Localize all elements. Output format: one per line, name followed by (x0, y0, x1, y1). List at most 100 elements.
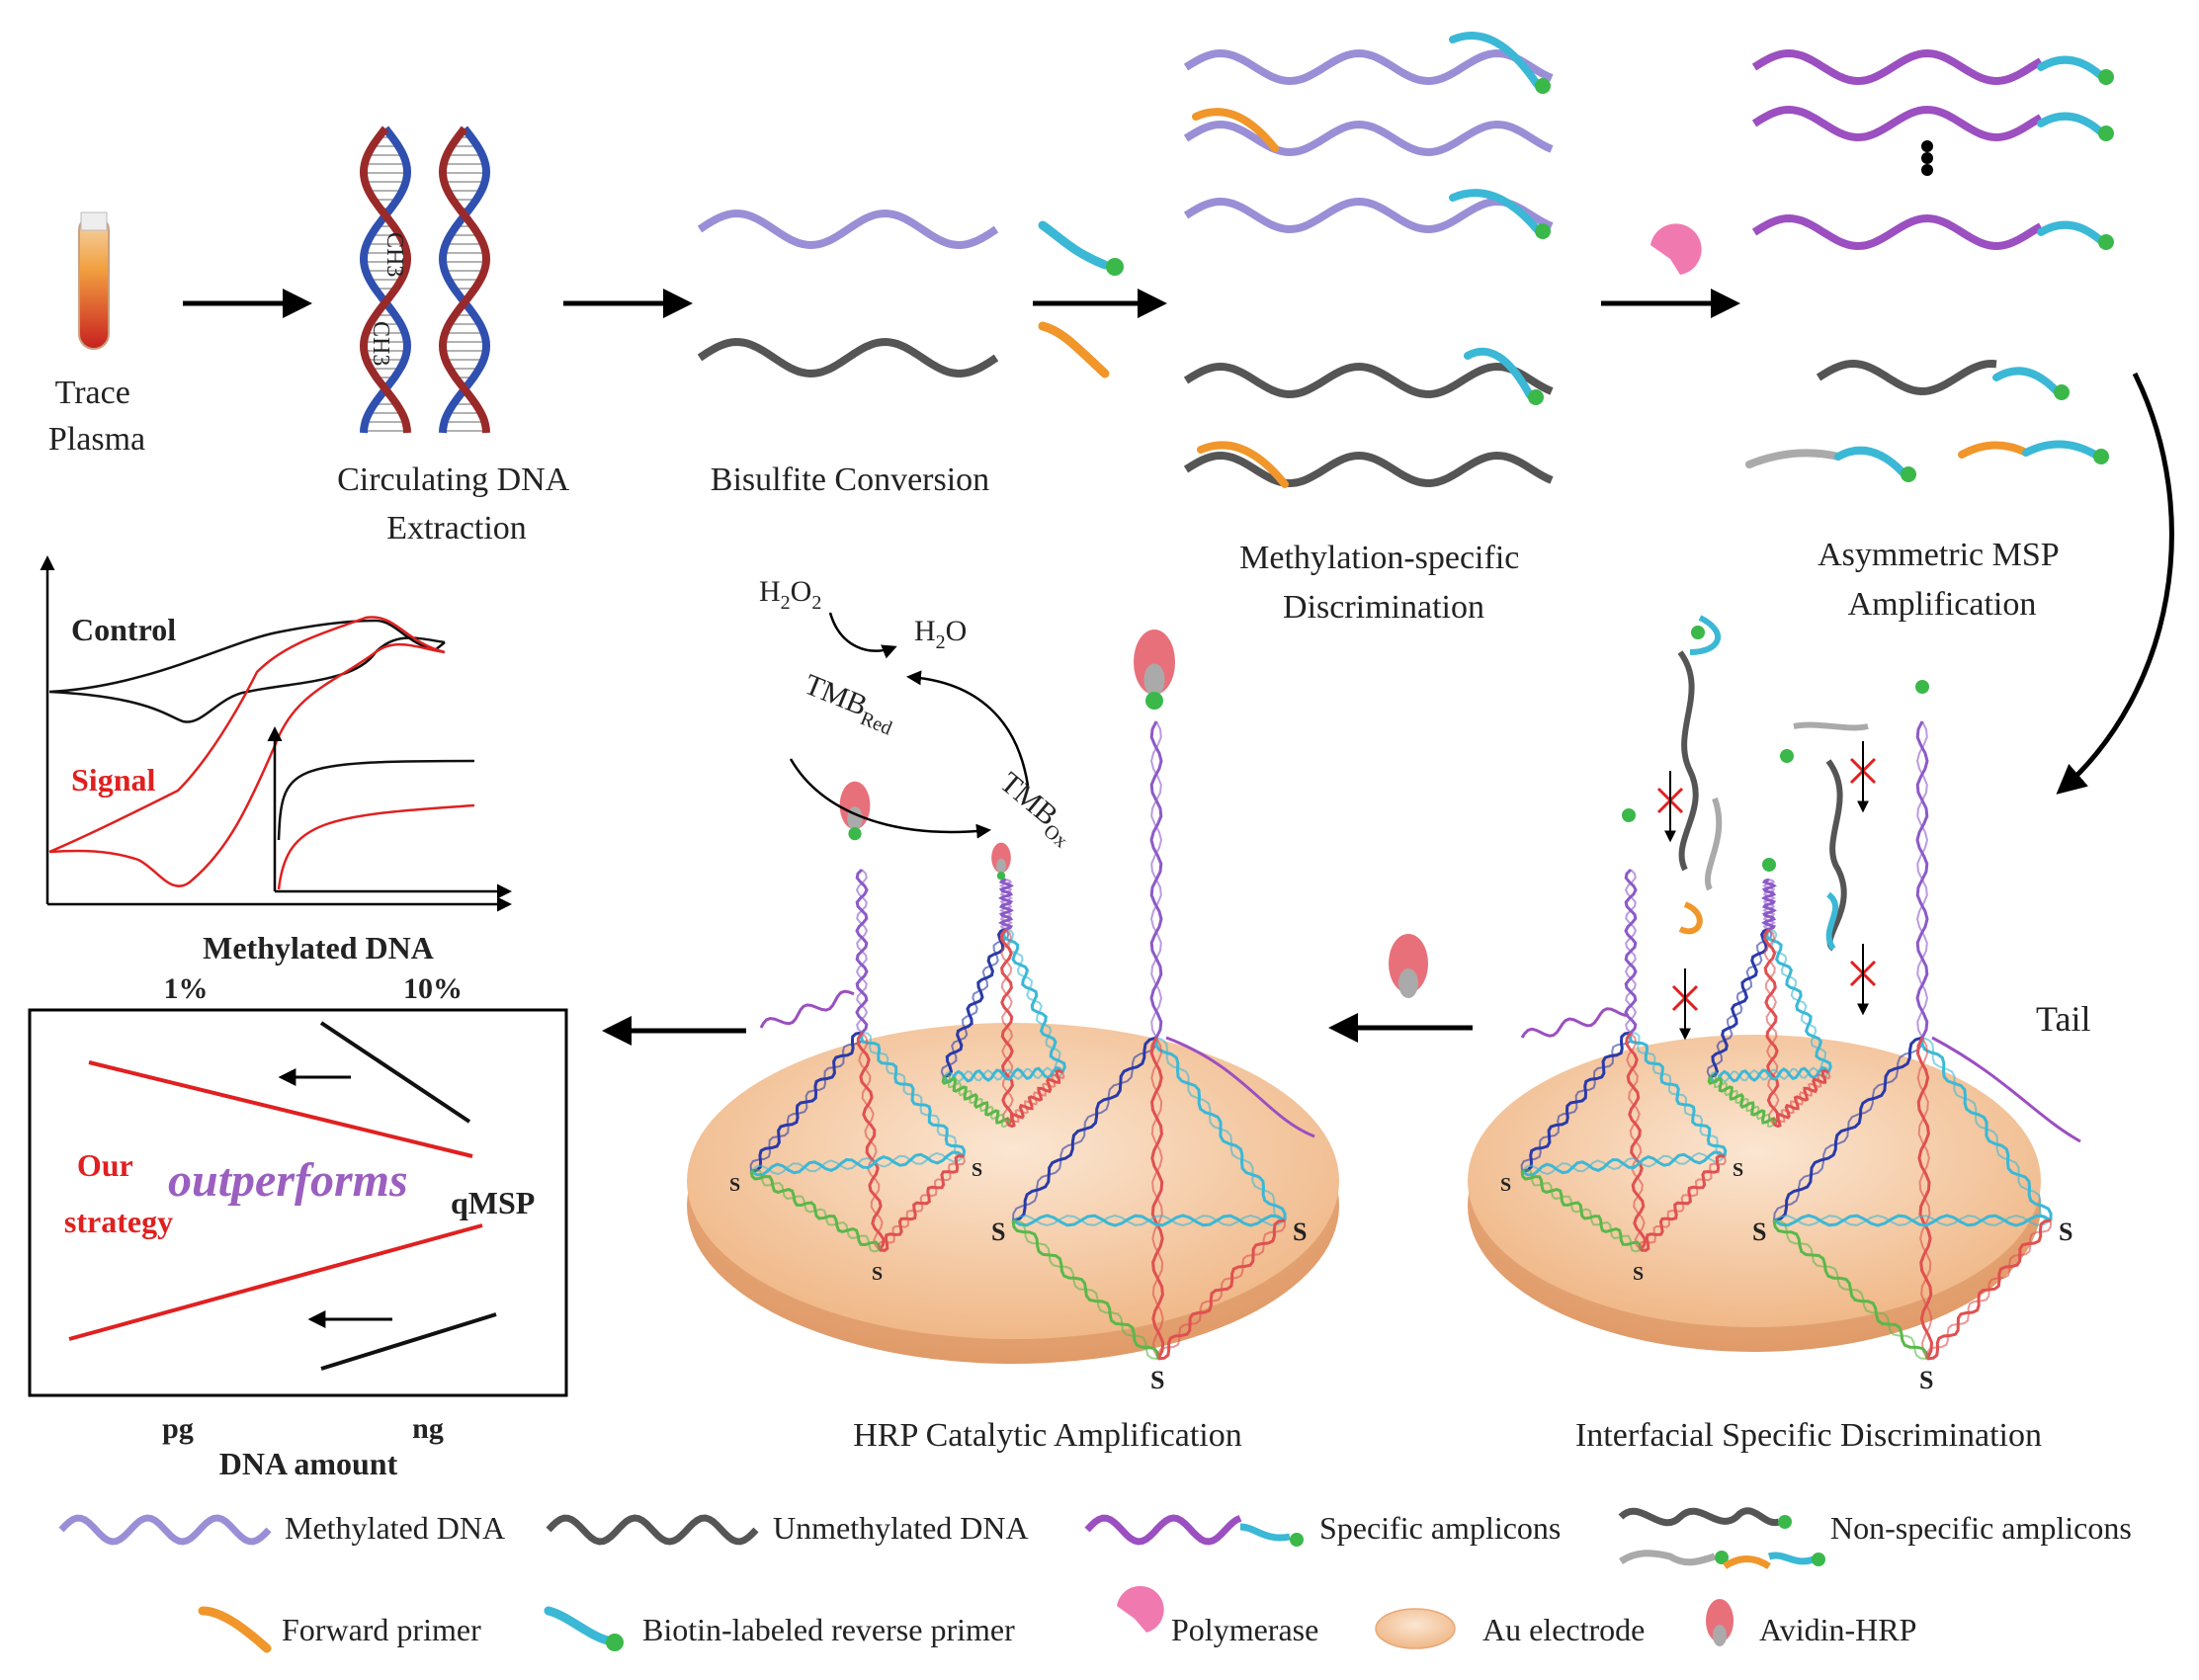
comparison-panel: Methylated DNA 1% 10% Our strategy outpe… (28, 930, 568, 1481)
tetra-edge (861, 1032, 965, 1157)
reaction-arrow (828, 612, 897, 659)
tetra-edge (1155, 1037, 1286, 1221)
specific-amplicon-strand (1751, 48, 2044, 86)
biotin-dot-icon (1535, 78, 1551, 94)
ch3-label-2: CH3 (368, 321, 393, 366)
reaction-arrow (789, 758, 991, 839)
tetra-edge (1005, 928, 1063, 1073)
label-h2o: H2O (914, 615, 967, 653)
non-specific-amplicon-strand (1689, 615, 1722, 655)
non-specific-amplicon-strand (1793, 721, 1869, 731)
helix-strand-red (359, 126, 412, 434)
ellipsis-dot (1921, 152, 1933, 164)
non-specific-amplicon-strand (1677, 650, 1699, 872)
legend-methylated-label: Methylated DNA (285, 1510, 505, 1546)
unmethylated-dna-strand (1183, 451, 1554, 488)
surface-atom-label: S (1150, 1366, 1164, 1394)
biotin-dot-icon (1528, 389, 1544, 405)
label-1-percent: 1% (164, 972, 209, 1005)
biotin-dot-icon (1622, 808, 1636, 822)
tetra-edge (1630, 1032, 1726, 1157)
unmethylated-dna-strand (697, 337, 999, 378)
legend-forward-label: Forward primer (282, 1612, 481, 1647)
specific-amplicon-stem (1149, 720, 1163, 1039)
biotin-dot-icon (1145, 692, 1163, 710)
methylated-dna-strand (1183, 48, 1554, 86)
surface-atom-label: S (1919, 1366, 1933, 1394)
legend-avidin-icon (1706, 1599, 1734, 1642)
surface-atom-label: S (1293, 1218, 1307, 1246)
legend-reverse-label: Biotin-labeled reverse primer (642, 1612, 1015, 1647)
biotin-dot-icon (2054, 384, 2070, 400)
tetra-edge (1521, 1168, 1642, 1253)
dna-double-helix-icon (359, 126, 491, 434)
legend-reverse-icon (544, 1606, 613, 1645)
cv-graph: Control Signal (40, 555, 512, 912)
specific-amplicon-stem (1762, 879, 1776, 930)
ellipsis-dot (1921, 164, 1933, 176)
tetra-edge (878, 1155, 966, 1251)
label-hrp: HRP Catalytic Amplification (853, 1417, 1241, 1454)
biotin-dot-icon (1812, 1553, 1825, 1566)
forward-primer-icon (1038, 321, 1110, 378)
specific-amplicon-stem (999, 879, 1013, 930)
non-specific-amplicon-strand (1825, 759, 1847, 952)
specific-amplicon-stem (855, 869, 869, 1034)
tetra-edge (1916, 1037, 1933, 1360)
black-line-top (319, 1021, 471, 1124)
ellipsis-dot (1921, 140, 1933, 152)
label-dna-amount: DNA amount (219, 1446, 398, 1481)
reverse-primer (2022, 440, 2099, 459)
legend-nonspecific-label: Non-specific amplicons (1830, 1510, 2132, 1546)
tetra-edge (1763, 928, 1780, 1126)
tetra-edge (1773, 1219, 1928, 1360)
tetra-edge (1706, 928, 1773, 1078)
legend-polymerase-label: Polymerase (1171, 1612, 1318, 1647)
biotin-dot-icon (848, 827, 862, 841)
label-pg: pg (162, 1412, 194, 1445)
biotin-dot-icon (1778, 1515, 1792, 1529)
label-ng: ng (412, 1412, 444, 1445)
non-specific-amplicon-strand (1705, 797, 1723, 891)
tetra-edge (1000, 928, 1014, 1126)
avidin-hrp-core (996, 858, 1006, 875)
biotin-dot-icon (1901, 466, 1916, 482)
biotin-dot-icon (1535, 223, 1551, 239)
tetra-edge (1709, 1066, 1829, 1083)
reverse-primer (2037, 112, 2104, 135)
avidin-hrp-core (1143, 663, 1165, 697)
specific-amplicon-strand (1751, 105, 2044, 142)
biotin-dot-icon (2098, 126, 2114, 141)
legend-nonspecific-icon-3 (1723, 1555, 1771, 1569)
comparison-box (28, 1008, 568, 1397)
helix-strand-red (438, 126, 491, 434)
label-amsp: Asymmetric MSP Amplification (1818, 537, 2067, 623)
tetra-edge (1012, 1214, 1286, 1227)
plasma-tube-icon (78, 211, 110, 350)
reaction-arrow (906, 670, 1030, 787)
surface-atom-label: S (1500, 1174, 1511, 1196)
surface-atom-label: S (972, 1159, 982, 1181)
biotin-dot-icon (1915, 680, 1929, 694)
label-methylated-dna: Methylated DNA (203, 930, 434, 966)
methylated-dna-strand (1183, 197, 1554, 234)
biotin-dot-icon (1780, 749, 1794, 763)
legend-avidin-core (1713, 1625, 1727, 1646)
legend-forward-icon (198, 1606, 272, 1653)
forward-primer (1958, 441, 2030, 459)
tetra-edge (1157, 1219, 1286, 1360)
legend-electrode-label: Au electrode (1482, 1612, 1645, 1647)
non-specific-amplicon-strand (1825, 891, 1839, 951)
label-bisulfite: Bisulfite Conversion (711, 462, 989, 498)
tetra-edge (1012, 1037, 1157, 1221)
legend-specific-primer (1239, 1523, 1291, 1542)
tetra-edge (1768, 928, 1829, 1073)
forward-primer (1197, 441, 1289, 488)
inset-control-curve (277, 759, 475, 841)
specific-amplicon-stem (1915, 720, 1929, 1039)
tetra-edge (1921, 1037, 2052, 1221)
dna-tail (1165, 1036, 1315, 1138)
avidin-hrp-core (847, 806, 863, 831)
